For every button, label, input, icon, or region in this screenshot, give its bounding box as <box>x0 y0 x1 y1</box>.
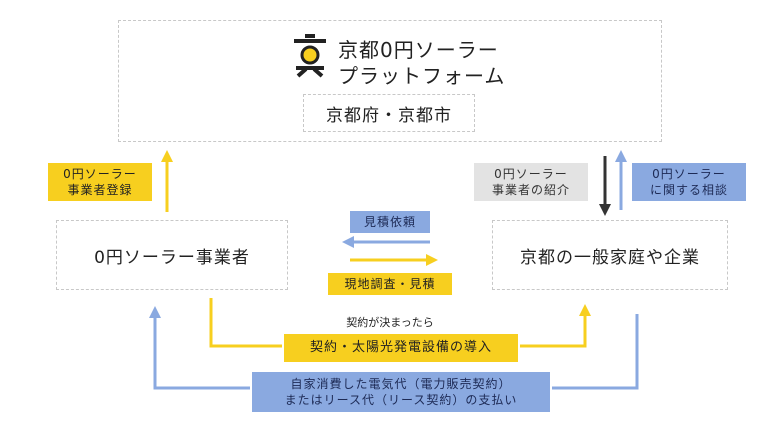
payment-tag: 自家消費した電気代（電力販売契約） またはリース代（リース契約）の支払い <box>252 372 550 412</box>
kyoto-zero-logo-icon <box>294 34 326 78</box>
quote-request-tag: 見積依頼 <box>350 211 430 233</box>
consult-tag: 0円ソーラー に関する相談 <box>632 163 746 201</box>
install-tag: 契約・太陽光発電設備の導入 <box>284 334 518 362</box>
install-arrow-left <box>209 298 282 348</box>
payment-arrow-left <box>149 306 250 390</box>
when-decided-text: 契約が決まったら <box>346 316 434 329</box>
introduce-tag: 0円ソーラー 事業者の紹介 <box>474 163 588 201</box>
survey-tag: 現地調査・見積 <box>328 273 452 295</box>
customer-box: 京都の一般家庭や企業 <box>492 220 728 290</box>
register-tag: 0円ソーラー 事業者登録 <box>48 163 152 201</box>
payment-arrow-right <box>552 314 639 390</box>
platform-name-line1: 京都0円ソーラー <box>338 38 499 62</box>
install-arrow-right <box>520 304 591 348</box>
provider-label: 0円ソーラー事業者 <box>94 247 250 268</box>
platform-name-line2: プラットフォーム <box>338 64 506 88</box>
customer-label: 京都の一般家庭や企業 <box>520 247 700 268</box>
provider-box: 0円ソーラー事業者 <box>56 220 288 290</box>
platform-owner: 京都府・京都市 <box>326 105 452 126</box>
platform-owner-box: 京都府・京都市 <box>303 94 475 132</box>
